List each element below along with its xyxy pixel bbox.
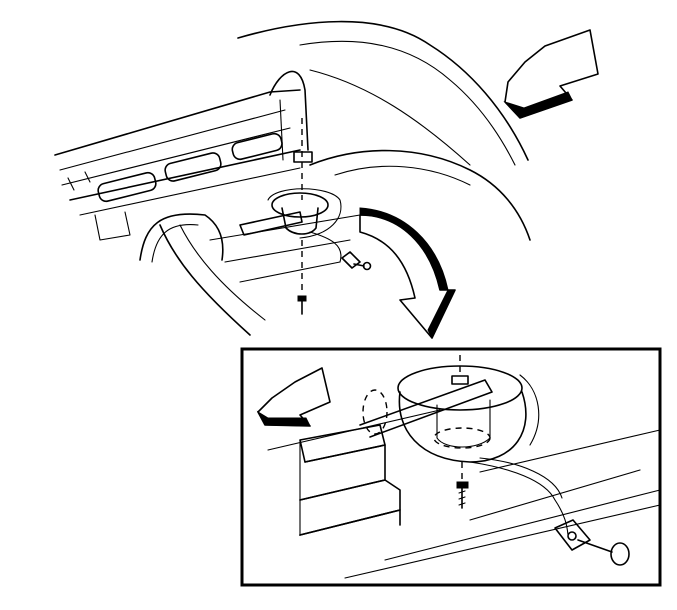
panel-rail-3 xyxy=(79,167,301,216)
detail-socket-inner xyxy=(436,399,491,448)
detail-retainer xyxy=(451,375,469,385)
detail-floor-line-3 xyxy=(384,489,661,561)
left-end-bracket xyxy=(94,211,131,241)
deck-line-3 xyxy=(239,261,341,283)
detail-floor-line-5 xyxy=(469,469,641,521)
tail-lamp-lens-1 xyxy=(97,171,157,203)
trim-panel-curve xyxy=(139,213,224,261)
socket-cup xyxy=(281,207,319,235)
direction-arrow-icon xyxy=(256,367,331,427)
detail-bracket-strip xyxy=(359,379,493,438)
panel-lower-edge xyxy=(69,149,301,201)
deck-line-2 xyxy=(224,239,351,263)
wire-lead xyxy=(309,231,342,263)
body-outer-curve xyxy=(237,20,529,161)
socket-housing xyxy=(271,192,329,218)
direction-arrow-icon xyxy=(503,29,599,119)
detail-floor-line-4 xyxy=(344,504,661,579)
detail-view-arrow-icon xyxy=(359,207,456,340)
center-pillar-inner xyxy=(279,99,284,161)
vehicle-rear-overview xyxy=(54,20,531,336)
panel-rail-1 xyxy=(59,109,286,171)
body-belt-line xyxy=(309,69,471,166)
detail-wire-lead-2 xyxy=(479,457,563,499)
detail-wire-lead xyxy=(469,461,569,536)
panel-top-edge xyxy=(54,89,301,156)
push-pin-fastener-icon xyxy=(554,519,630,566)
detail-socket-hidden xyxy=(433,427,491,449)
detail-socket-outer-rim xyxy=(519,374,540,446)
center-pillar xyxy=(269,70,309,151)
retainer-nut xyxy=(293,151,313,163)
fender-inner xyxy=(334,165,471,186)
tail-lamp-lens-2 xyxy=(164,152,222,182)
detail-floor-line-2 xyxy=(479,429,661,473)
tail-lamp-lens-3 xyxy=(231,132,283,161)
screw-icon xyxy=(297,295,307,315)
fender-sweep xyxy=(309,149,531,241)
push-pin-fastener-icon xyxy=(341,251,372,271)
screw-icon xyxy=(456,481,469,509)
body-inner-curve xyxy=(299,40,516,166)
detail-socket-hidden-side xyxy=(362,389,388,435)
detail-step-lower xyxy=(299,509,401,536)
trim-long-curve xyxy=(159,224,251,336)
mount-bracket xyxy=(239,211,303,236)
panel-rail-2 xyxy=(61,127,291,186)
detail-inset xyxy=(240,347,662,587)
trim-long-curve-2 xyxy=(179,224,266,321)
trim-panel-inner xyxy=(151,224,199,263)
deck-line-1 xyxy=(209,214,361,241)
left-end-detail xyxy=(67,171,91,191)
socket-rim xyxy=(267,188,342,239)
